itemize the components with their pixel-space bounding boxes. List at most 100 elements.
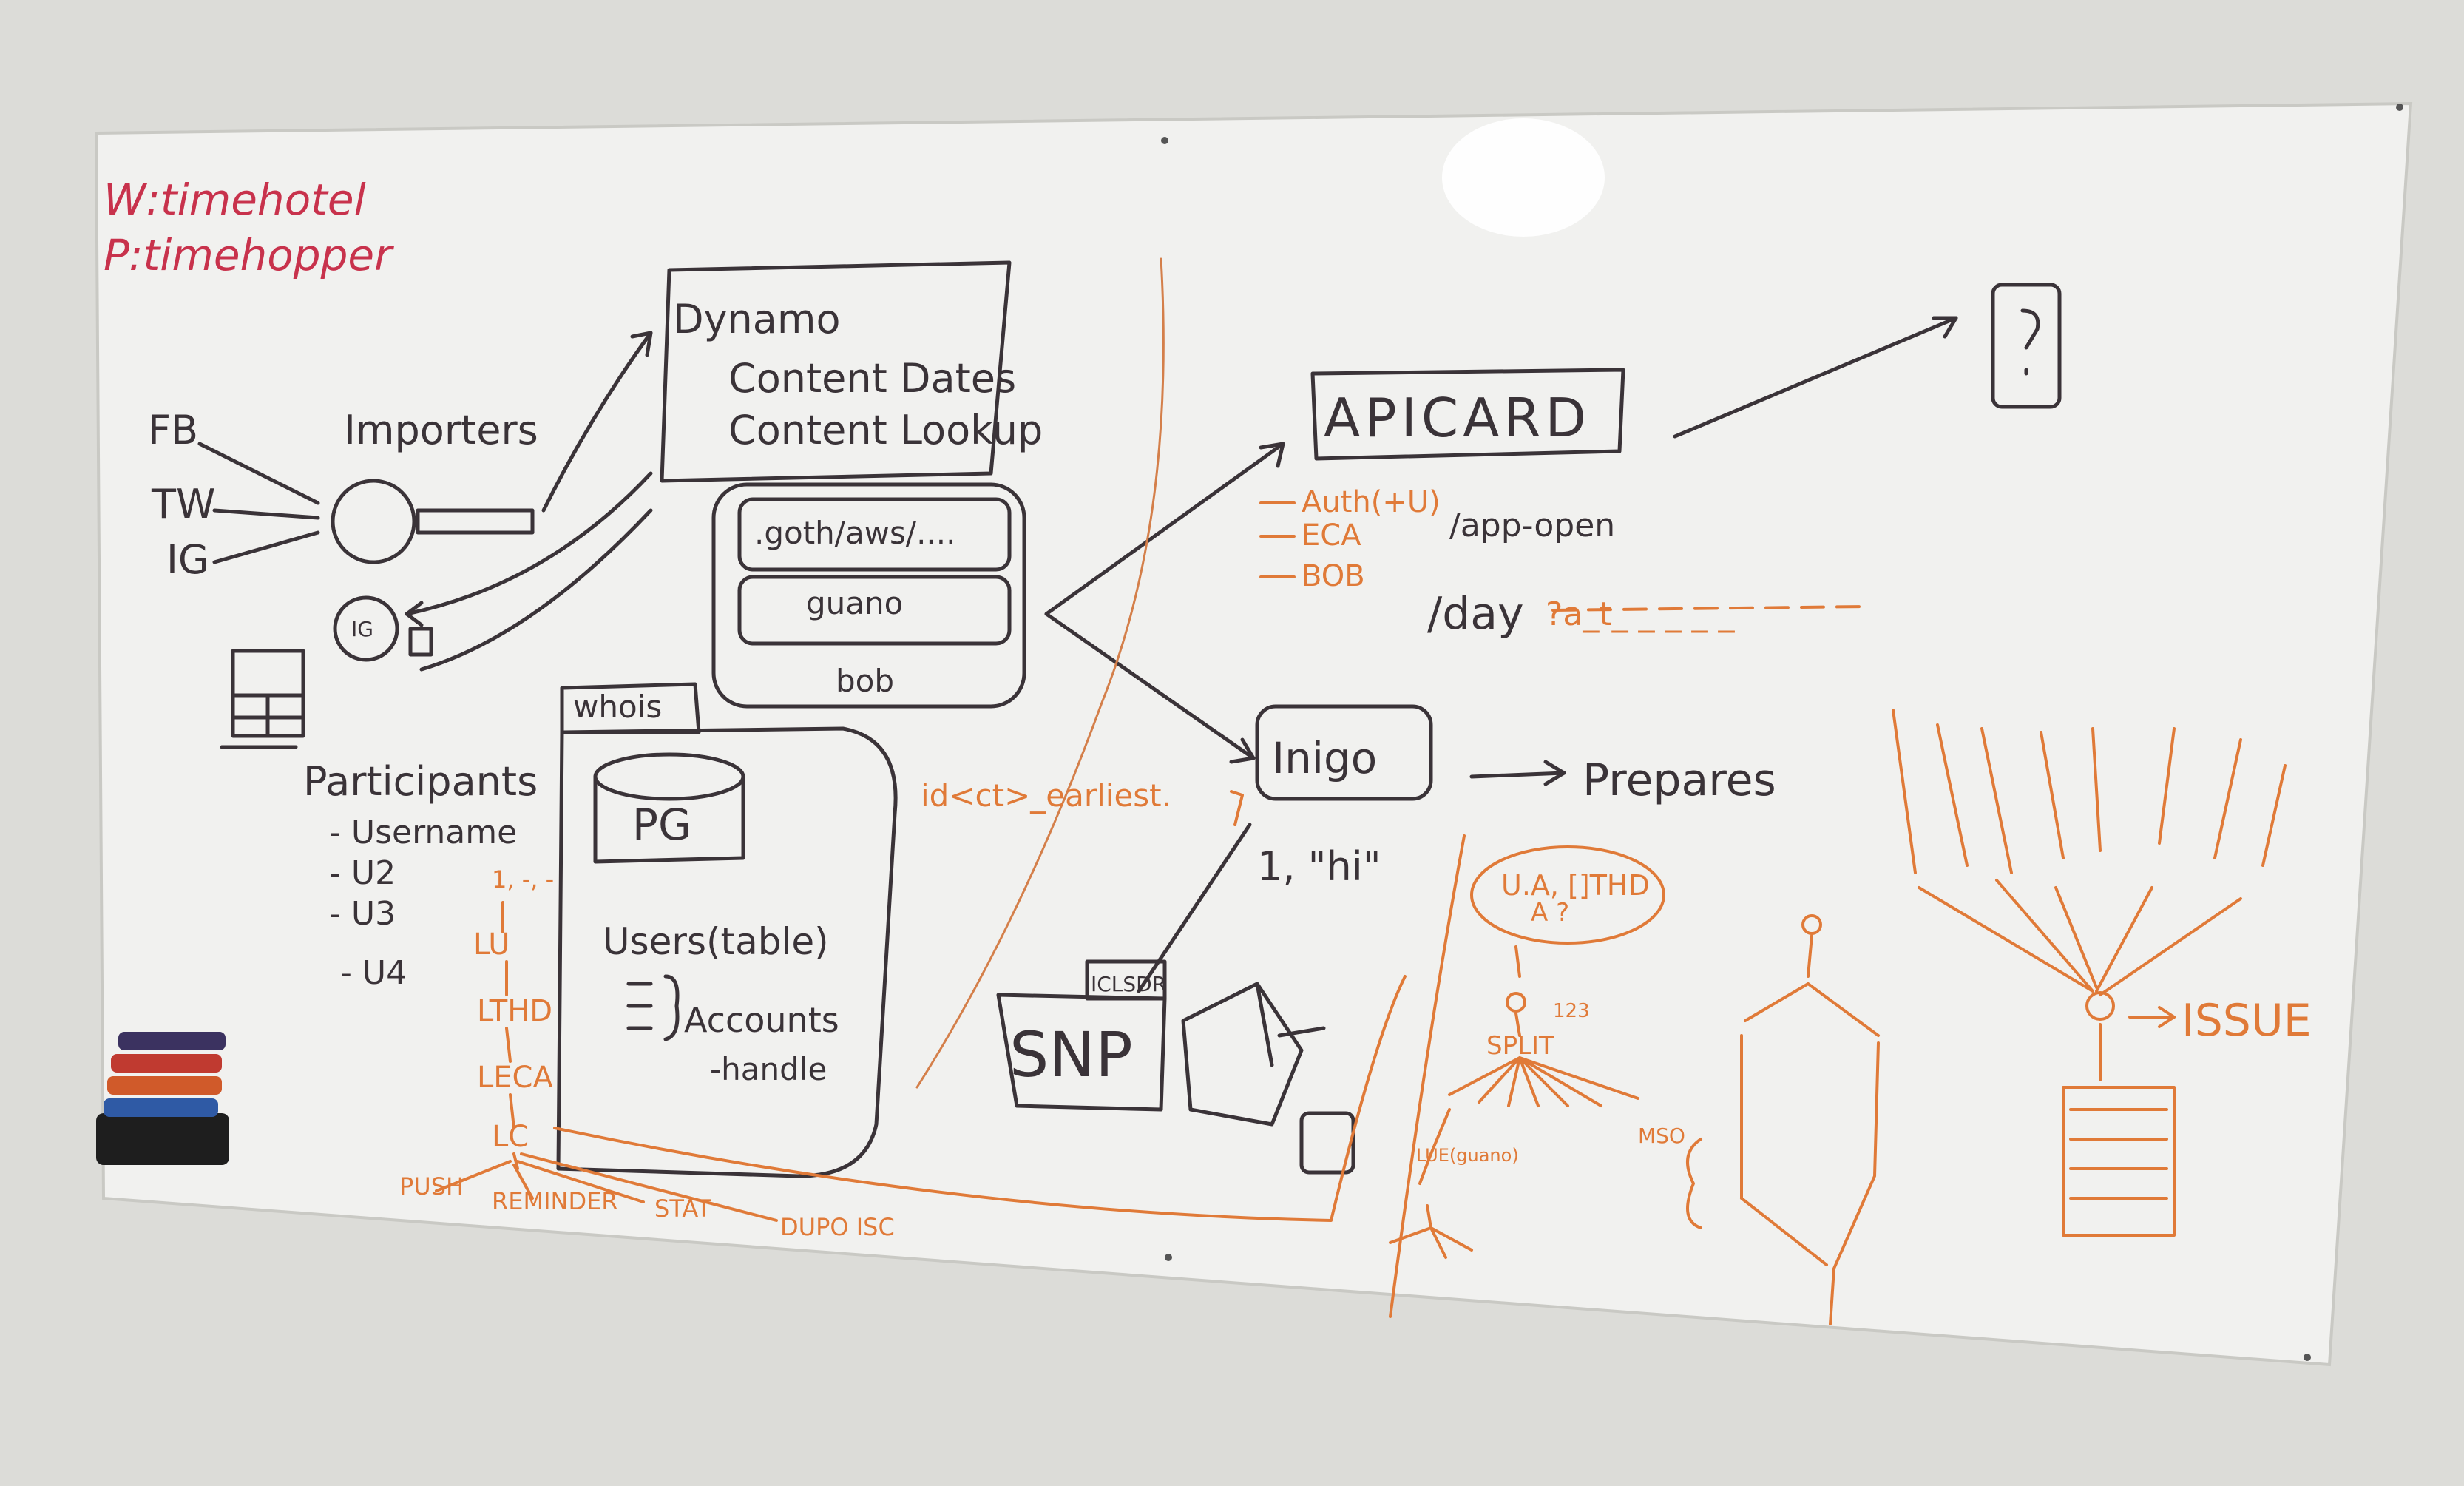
issue-node <box>2085 991 2115 1021</box>
icloud-tab <box>1085 959 1167 1001</box>
arrow-from-dynamo-to-ig <box>405 471 653 616</box>
fb-line <box>197 442 320 505</box>
light-glare <box>1442 118 1605 237</box>
query-label: id<ct>_earliest. <box>921 777 1171 814</box>
dynamo-title: Dynamo <box>673 296 841 342</box>
snp-to-inigo <box>1137 823 1252 993</box>
whois-label: whois <box>573 689 662 725</box>
source-tw: TW <box>151 481 215 527</box>
accounts-brace <box>626 974 680 1041</box>
api-sub-bob: BOB <box>1302 559 1365 593</box>
dynamo-item-1: Content Dates <box>728 355 1016 402</box>
flow-output-reminder: REMINDER <box>492 1187 618 1215</box>
pg-label: PG <box>632 800 691 850</box>
api-sub-auth: Auth(+U) <box>1302 485 1441 519</box>
flow-output-dupo: DUPO ISC <box>780 1213 895 1241</box>
mso-tree <box>1740 934 1880 1325</box>
arrow-to-phone <box>1673 316 1958 439</box>
split-fan <box>1448 1056 1639 1107</box>
participant-2: - U2 <box>329 854 396 892</box>
guano-box <box>737 575 1012 646</box>
arrow-to-dynamo <box>541 331 653 513</box>
ig-recycle-icon <box>333 595 399 662</box>
participant-4: - U4 <box>340 954 407 992</box>
issue-fan-top <box>1892 709 2287 874</box>
handle-label: -handle <box>710 1051 827 1087</box>
flow-step-3: LTHD <box>477 994 552 1028</box>
participants-title: Participants <box>303 758 538 805</box>
arrow-to-apicard <box>1044 442 1285 616</box>
importer-cycle-icon <box>331 479 416 564</box>
flow-step-4: LECA <box>477 1061 553 1095</box>
eraser <box>96 1113 229 1165</box>
participant-3: - U3 <box>329 895 396 933</box>
inigo-label: Inigo <box>1272 733 1377 783</box>
day-dashes <box>1551 605 1865 612</box>
ua-sub-label: A ? <box>1531 898 1569 928</box>
mso-bracket <box>1686 1138 1702 1229</box>
mso-top-node <box>1801 914 1822 935</box>
arrow-to-inigo <box>1044 612 1256 760</box>
icloud-label: ICLSDR <box>1091 972 1166 996</box>
day-label: /day <box>1427 588 1524 640</box>
accounts-label: Accounts <box>684 1000 839 1040</box>
ig-cycle-label: IG <box>351 617 373 641</box>
header-w-line: W:timehotel <box>104 175 366 225</box>
bob-label: bob <box>836 663 894 699</box>
ua-ellipse <box>1470 845 1665 945</box>
apicard-box <box>1310 368 1625 461</box>
whiteboard <box>94 101 2413 1367</box>
inigo-box <box>1255 704 1433 801</box>
flow-output-stat: STAT <box>654 1195 711 1223</box>
flow-output-push: PUSH <box>399 1172 464 1200</box>
flow-fan <box>435 1152 778 1222</box>
flow-step-1: 1, -, - <box>492 865 554 894</box>
api-sub-eca: ECA <box>1302 519 1361 553</box>
flow-step-2: LU <box>473 928 510 962</box>
marker-4 <box>104 1098 218 1117</box>
snp-label: SNP <box>1009 1019 1133 1091</box>
app-open-label: /app-open <box>1449 507 1615 544</box>
s3-box <box>711 482 1026 709</box>
s3-path-box <box>737 497 1012 572</box>
lue-label: LUE(guano) <box>1416 1145 1519 1166</box>
source-fb: FB <box>148 407 198 453</box>
arrow-to-prepares <box>1469 771 1566 779</box>
marker-1 <box>118 1032 226 1050</box>
marker-3 <box>107 1076 222 1095</box>
ig-line <box>212 530 320 564</box>
issue-doc <box>2062 1086 2176 1237</box>
source-ig: IG <box>166 536 209 583</box>
screw-3 <box>1165 1254 1172 1261</box>
mso-label: MSO <box>1638 1124 1685 1148</box>
flow-line <box>501 901 519 1170</box>
figure-sketch <box>1181 982 1326 1127</box>
dynamo-item-2: Content Lookup <box>728 407 1043 453</box>
screw-4 <box>2304 1354 2311 1361</box>
screw-1 <box>1161 137 1168 144</box>
divider-curve <box>915 257 1165 1089</box>
importers-label: Importers <box>344 407 538 453</box>
header-p-line: P:timehopper <box>104 230 394 280</box>
split-label: SPLIT <box>1486 1031 1554 1061</box>
prepares-label: Prepares <box>1583 754 1776 806</box>
figure-sketch-2 <box>1299 1111 1355 1175</box>
marker-tray <box>96 1032 229 1165</box>
split-nums: 123 <box>1553 1000 1590 1022</box>
tw-line <box>212 508 320 520</box>
hi-label: 1, "hi" <box>1257 843 1381 890</box>
ig-small-box <box>408 627 433 657</box>
phone-icon <box>1991 283 2062 409</box>
users-table-label: Users(table) <box>603 920 829 963</box>
marker-2 <box>111 1054 222 1073</box>
screw-2 <box>2396 104 2403 111</box>
pg-cylinder <box>593 774 745 864</box>
arrow-ig-to-dynamo <box>419 508 653 672</box>
issue-label: ISSUE <box>2182 995 2312 1047</box>
participant-1: - Username <box>329 814 517 851</box>
lc-long-curve <box>553 975 1407 1222</box>
split-node <box>1506 992 1526 1013</box>
guano-label: guano <box>806 585 903 621</box>
issue-fan-mid <box>1918 879 2242 996</box>
